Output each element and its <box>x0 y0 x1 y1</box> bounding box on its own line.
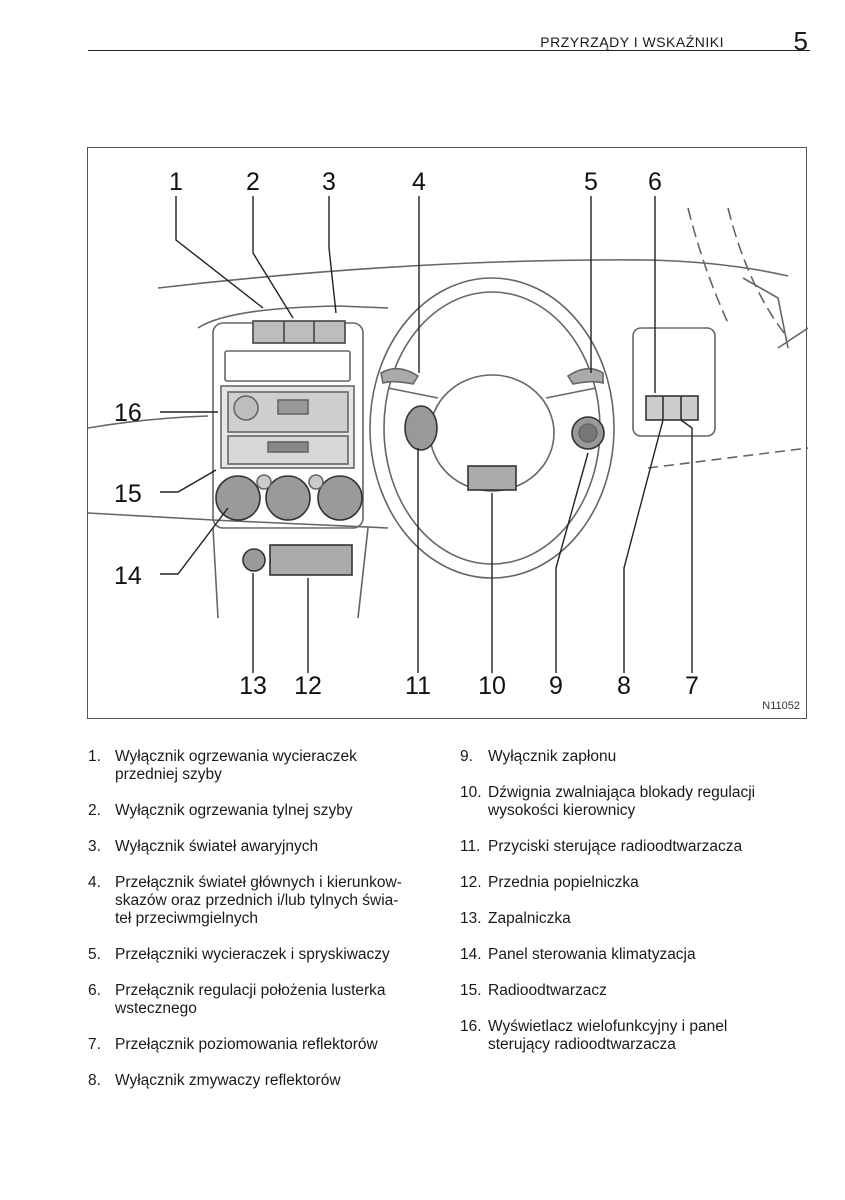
callout-4: 4 <box>412 168 426 196</box>
callout-16: 16 <box>114 399 142 427</box>
callout-15: 15 <box>114 480 142 508</box>
legend-item: 14.Panel sterowania klimatyzacja <box>460 946 696 963</box>
legend-item: 12.Przednia popielniczka <box>460 874 639 891</box>
callout-3: 3 <box>322 168 336 196</box>
legend-item: 11.Przyciski sterujące radioodtwarzacza <box>460 838 743 855</box>
callout-2: 2 <box>246 168 260 196</box>
lighter <box>242 548 266 572</box>
legend-item: 7.Przełącznik poziomowania reflektorów <box>88 1036 378 1053</box>
legend-item: 6.Przełącznik regulacji położenia luster… <box>88 982 386 1017</box>
callout-9: 9 <box>549 672 563 700</box>
callout-1: 1 <box>169 168 183 196</box>
legend-item: 2.Wyłącznik ogrzewania tylnej szyby <box>88 802 353 819</box>
callout-5: 5 <box>584 168 598 196</box>
legend-item: 1.Wyłącznik ogrzewania wycieraczek przed… <box>88 748 357 783</box>
switch-row-1-3 <box>252 320 346 344</box>
climate-knob-2 <box>265 475 311 521</box>
legend-item: 4.Przełącznik świateł głównych i kierunk… <box>88 874 402 927</box>
page-number: 5 <box>793 26 808 56</box>
legend-right: 9.Wyłącznik zapłonu 10.Dźwignia zwalniaj… <box>460 748 810 1072</box>
callout-11: 11 <box>405 672 431 700</box>
callout-7: 7 <box>685 672 699 700</box>
callout-13: 13 <box>239 672 267 700</box>
legend-item: 9.Wyłącznik zapłonu <box>460 748 617 765</box>
ashtray <box>269 544 353 576</box>
callout-14: 14 <box>114 562 142 590</box>
header-rule <box>88 50 810 51</box>
radio-buttons <box>404 405 438 451</box>
callout-8: 8 <box>617 672 631 700</box>
figure-code: N11052 <box>762 700 800 712</box>
legend-item: 10.Dźwignia zwalniająca blokady regulacj… <box>460 784 756 819</box>
callout-6: 6 <box>648 168 662 196</box>
climate-knob-3 <box>317 475 363 521</box>
page-header: PRZYRZĄDY I WSKAŹNIKI 5 <box>88 26 810 56</box>
legend-item: 3.Wyłącznik świateł awaryjnych <box>88 838 319 855</box>
dashboard-illustration: 1 2 3 4 5 6 16 15 14 13 12 11 10 9 8 7 <box>88 168 808 700</box>
legend-item: 5.Przełączniki wycieraczek i spryskiwacz… <box>88 946 390 963</box>
climate-knob-1 <box>215 475 261 521</box>
dash-top-line <box>157 259 789 289</box>
legend-item: 8.Wyłącznik zmywaczy reflektorów <box>88 1072 341 1089</box>
section-title: PRZYRZĄDY I WSKAŹNIKI <box>540 34 724 50</box>
legend-item: 15.Radioodtwarzacz <box>460 982 607 999</box>
legend-item: 16.Wyświetlacz wielofunkcyjny i panel st… <box>460 1018 728 1053</box>
callout-12: 12 <box>294 672 322 700</box>
dashboard-figure: 1 2 3 4 5 6 16 15 14 13 12 11 10 9 8 7 N… <box>87 147 808 719</box>
legend-left: 1.Wyłącznik ogrzewania wycieraczek przed… <box>88 748 438 1108</box>
callout-10: 10 <box>478 672 506 700</box>
legend-item: 13.Zapalniczka <box>460 910 571 927</box>
leader-lines <box>160 196 693 673</box>
steering-release-lever <box>467 465 517 491</box>
